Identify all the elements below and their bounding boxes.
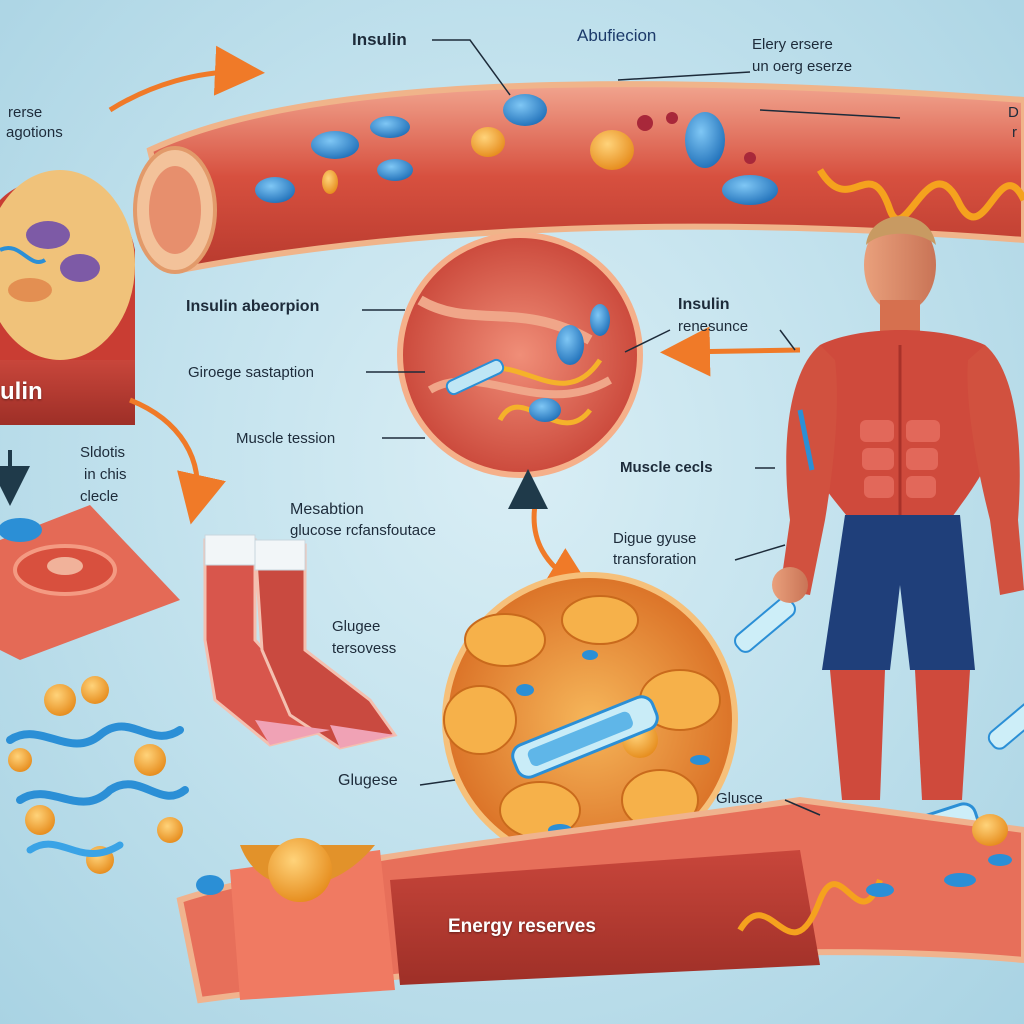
- leader-lines: [362, 39, 901, 816]
- label-glugee-line1: Glugee: [332, 618, 381, 635]
- label-elery-line2: un oerg eserze: [752, 58, 853, 75]
- energy-reserves-band: [176, 796, 1024, 1004]
- label-insulin-resonance-line2: renesunce: [678, 318, 749, 335]
- label-sldotis-line1: Sldotis: [80, 444, 126, 461]
- label-elery-line1: Elery ersere: [752, 36, 833, 53]
- top-vessel: [133, 81, 1024, 274]
- label-rerse-line2: agotions: [6, 124, 63, 141]
- label-insulin-plate: ulin: [0, 378, 43, 405]
- label-insulin-resonance-line1: Insulin: [678, 296, 730, 313]
- fat-cells-circle: [442, 572, 738, 868]
- label-energy-reserves: Energy reserves: [448, 916, 596, 937]
- label-abufiecion: Abufiecion: [577, 26, 657, 45]
- muscle-socks: [203, 534, 398, 750]
- label-insulin-absorpion: Insulin abeorpion: [186, 298, 320, 315]
- label-d-partial: D: [1008, 104, 1019, 121]
- flow-arrow-center: [531, 504, 596, 596]
- label-muscle-cells: Muscle cecls: [620, 459, 713, 476]
- flow-arrow-top: [108, 45, 265, 113]
- label-glusce: Glusce: [716, 790, 763, 807]
- label-mesabtion-line1: Mesabtion: [290, 501, 364, 518]
- flow-arrow-right: [660, 326, 801, 377]
- label-mesabtion-line2: glucose rcfansfoutace: [290, 522, 436, 539]
- label-rerse-line1: rerse: [8, 104, 43, 121]
- muscle-slab: [0, 505, 180, 660]
- label-sldotis-line3: clecle: [80, 488, 119, 505]
- glucose-cluster: [6, 676, 189, 874]
- muscular-man-figure: [772, 216, 1024, 800]
- flow-arrow-left: [129, 397, 226, 525]
- label-digue-line2: transforation: [613, 551, 697, 568]
- label-muscle-tension: Muscle tession: [236, 430, 336, 447]
- label-sldotis-line2: in chis: [84, 466, 127, 483]
- label-r-partial: r: [1012, 124, 1017, 141]
- label-glugese: Glugese: [338, 772, 398, 789]
- label-insulin-top: Insulin: [352, 30, 407, 49]
- tissue-cross-section: [0, 170, 135, 425]
- label-glugee-line2: tersovess: [332, 640, 397, 657]
- muscle-tissue-circle: [397, 232, 643, 478]
- label-digue-line1: Digue gyuse: [613, 530, 697, 547]
- label-glucose-saturation: Giroege sastaption: [188, 364, 314, 381]
